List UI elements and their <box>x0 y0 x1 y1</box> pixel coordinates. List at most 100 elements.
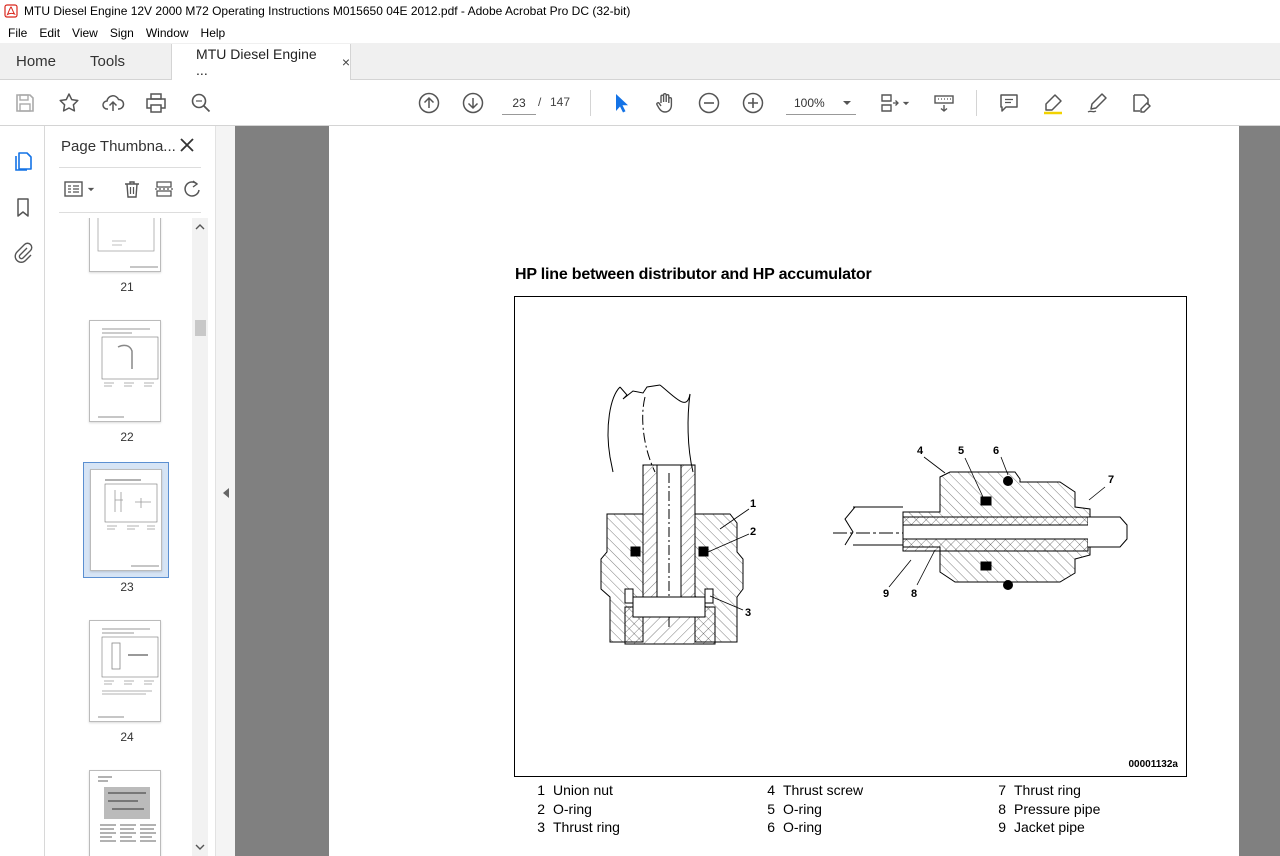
scroll-mode-button[interactable] <box>930 89 958 117</box>
save-button[interactable] <box>11 89 39 117</box>
thumbnail-label: 21 <box>120 280 134 294</box>
trash-icon <box>125 181 139 198</box>
pdf-page: HP line between distributor and HP accum… <box>329 126 1239 856</box>
zoom-in-button[interactable] <box>739 89 767 117</box>
save-icon <box>16 94 34 112</box>
callout-3: 3 <box>745 607 751 619</box>
thumbnail-scrollbar[interactable] <box>192 218 208 856</box>
page-preview <box>98 328 159 418</box>
edit-pdf-button[interactable] <box>1127 89 1155 117</box>
bookmarks-button[interactable] <box>10 194 36 220</box>
menu-edit[interactable]: Edit <box>39 25 61 40</box>
thrust-screw-assembly <box>833 471 1128 590</box>
menu-sign[interactable]: Sign <box>109 25 134 40</box>
bookmark-icon <box>17 198 29 217</box>
rotate-pages-button[interactable] <box>183 176 201 202</box>
page-thumbnails-button[interactable] <box>10 148 36 174</box>
upload-button[interactable] <box>99 89 127 117</box>
scrollbar-thumb[interactable] <box>195 320 206 336</box>
previous-page-button[interactable] <box>415 89 443 117</box>
menu-view[interactable]: View <box>72 25 98 40</box>
thumbnail-page[interactable] <box>89 320 161 422</box>
menu-file[interactable]: File <box>8 25 28 40</box>
print-button[interactable] <box>142 89 170 117</box>
callout-6: 6 <box>993 445 999 457</box>
page-preview <box>98 628 159 718</box>
split-icon <box>155 181 173 197</box>
panel-title: Page Thumbna... <box>61 138 176 155</box>
thumbnail-list[interactable]: 21 22 23 24 <box>59 218 195 856</box>
page-display-button[interactable] <box>874 89 914 117</box>
star-icon <box>59 93 79 112</box>
thumbnail-page[interactable] <box>89 218 161 272</box>
callout-5: 5 <box>958 445 964 457</box>
page-preview <box>97 218 158 268</box>
minus-circle-icon <box>698 92 720 114</box>
callout-9: 9 <box>883 588 889 600</box>
technical-figure: 1 2 3 4 5 6 7 8 9 00001132a <box>514 296 1187 777</box>
navigation-rail <box>0 126 45 856</box>
edit-document-icon <box>1133 94 1151 113</box>
zoom-select[interactable]: 100% <box>786 91 856 115</box>
highlighter-icon <box>1044 94 1062 115</box>
document-viewport[interactable]: HP line between distributor and HP accum… <box>235 126 1280 856</box>
tab-bar: Home Tools MTU Diesel Engine ... × <box>0 43 1280 80</box>
arrow-down-circle-icon <box>462 92 484 114</box>
hand-tool-button[interactable] <box>651 89 679 117</box>
page-separator: / <box>538 95 542 109</box>
thumbnail-options-button[interactable] <box>61 176 97 202</box>
attachments-button[interactable] <box>10 239 36 265</box>
toolbar-divider <box>976 90 977 116</box>
page-preview <box>98 776 156 842</box>
callout-4: 4 <box>917 445 924 457</box>
thumbnail-page[interactable] <box>89 770 161 856</box>
panel-collapse-strip[interactable] <box>215 126 235 856</box>
panel-divider <box>59 167 201 168</box>
bookmark-star-button[interactable] <box>55 89 83 117</box>
total-pages: 147 <box>550 95 571 109</box>
zoom-out-button[interactable] <box>695 89 723 117</box>
pen-sign-icon <box>1087 93 1107 113</box>
tab-home[interactable]: Home <box>16 52 57 70</box>
list-options-icon <box>63 181 83 197</box>
menu-window[interactable]: Window <box>145 25 189 40</box>
menu-help[interactable]: Help <box>200 25 226 40</box>
collapse-left-icon[interactable] <box>221 486 231 500</box>
comment-icon <box>1000 94 1018 112</box>
zoom-value: 100% <box>794 95 825 110</box>
find-button[interactable] <box>187 89 215 117</box>
scroll-up-icon[interactable] <box>195 222 205 232</box>
thumbnail-page[interactable] <box>89 620 161 722</box>
tab-close-icon[interactable]: × <box>341 54 351 70</box>
callout-1: 1 <box>750 498 756 510</box>
sign-button[interactable] <box>1083 89 1111 117</box>
highlight-button[interactable] <box>1039 89 1067 117</box>
figure-id: 00001132a <box>1128 759 1178 770</box>
toolbar-divider <box>590 90 591 116</box>
close-icon[interactable] <box>177 135 197 155</box>
comment-button[interactable] <box>995 89 1023 117</box>
menu-bar: File Edit View Sign Window Help <box>0 22 1280 43</box>
thumbnail-page-current[interactable] <box>90 469 162 571</box>
callout-2: 2 <box>750 526 756 538</box>
next-page-button[interactable] <box>459 89 487 117</box>
tab-document[interactable]: MTU Diesel Engine ... × <box>171 44 352 80</box>
cursor-arrow-icon <box>616 94 628 113</box>
panel-divider <box>59 212 201 213</box>
page-number-input[interactable] <box>502 91 536 115</box>
toolbar: / 147 100% <box>0 80 1280 126</box>
delete-pages-button[interactable] <box>119 176 145 202</box>
split-pages-button[interactable] <box>151 176 177 202</box>
union-nut-assembly <box>600 384 744 645</box>
scroll-down-icon[interactable] <box>195 842 205 852</box>
page-thumbnails-panel: Page Thumbna... 21 22 23 <box>45 126 215 856</box>
tab-document-label: MTU Diesel Engine ... <box>196 46 317 78</box>
tab-tools[interactable]: Tools <box>90 52 126 70</box>
select-tool-button[interactable] <box>607 89 635 117</box>
